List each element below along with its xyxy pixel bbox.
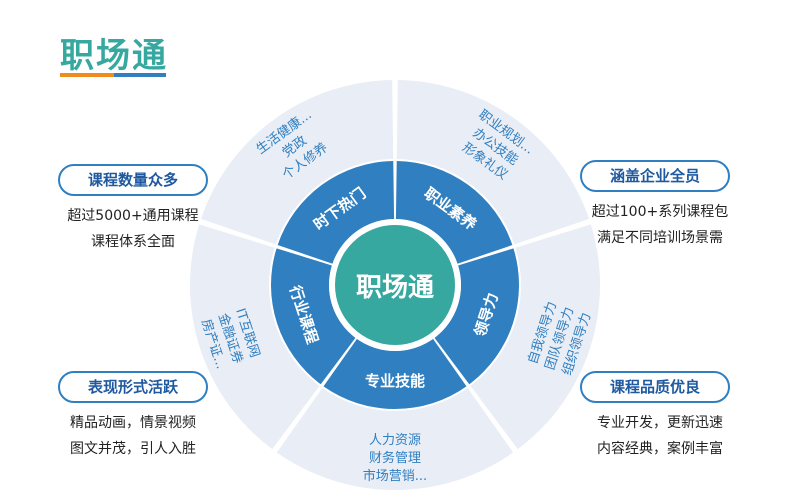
- center-circle: [335, 225, 455, 345]
- feature-line: 专业开发，更新迅速: [597, 415, 723, 431]
- feature-pill-4: 课程品质优良: [580, 371, 730, 403]
- outer-segment-4: [276, 387, 514, 490]
- detail-text-4-2: 财务管理: [369, 450, 421, 466]
- title-underline: [60, 73, 166, 77]
- feature-line: 课程体系全面: [91, 234, 175, 250]
- outer-segment-1: [200, 80, 394, 245]
- ring-segment-5: [271, 248, 356, 385]
- outer-segment-2: [396, 80, 590, 245]
- ring-segment-2: [395, 161, 513, 264]
- feature-line: 满足不同培训场景需: [597, 230, 723, 246]
- feature-line: 图文并茂，引人入胜: [70, 441, 196, 457]
- ring-segment-3: [434, 248, 519, 385]
- feature-line: 内容经典，案例丰富: [597, 441, 723, 457]
- detail-text-4-3: 市场营销...: [363, 468, 427, 484]
- center-label: 职场通: [356, 273, 434, 303]
- feature-pill-2: 涵盖企业全员: [580, 160, 730, 192]
- feature-desc-4: 专业开发，更新迅速 内容经典，案例丰富: [565, 410, 755, 462]
- outer-ring: [190, 80, 600, 490]
- ring-segment-4: [323, 338, 467, 410]
- outer-segment-3: [470, 224, 600, 450]
- feature-line: 超过5000+通用课程: [67, 208, 199, 224]
- detail-text-4-1: 人力资源: [369, 433, 421, 448]
- feature-pill-3: 表现形式活跃: [58, 371, 208, 403]
- category-ring: [271, 161, 519, 410]
- page-title: 职场通: [60, 36, 168, 76]
- category-label-4: 专业技能: [365, 372, 425, 390]
- feature-desc-3: 精品动画，情景视频 图文并茂，引人入胜: [38, 410, 228, 462]
- feature-line: 超过100+系列课程包: [591, 204, 729, 220]
- feature-pill-1: 课程数量众多: [58, 164, 208, 196]
- outer-segment-5: [190, 224, 320, 450]
- feature-desc-2: 超过100+系列课程包 满足不同培训场景需: [565, 199, 755, 251]
- feature-line: 精品动画，情景视频: [70, 415, 196, 431]
- feature-desc-1: 超过5000+通用课程 课程体系全面: [38, 203, 228, 255]
- ring-segment-1: [277, 161, 395, 264]
